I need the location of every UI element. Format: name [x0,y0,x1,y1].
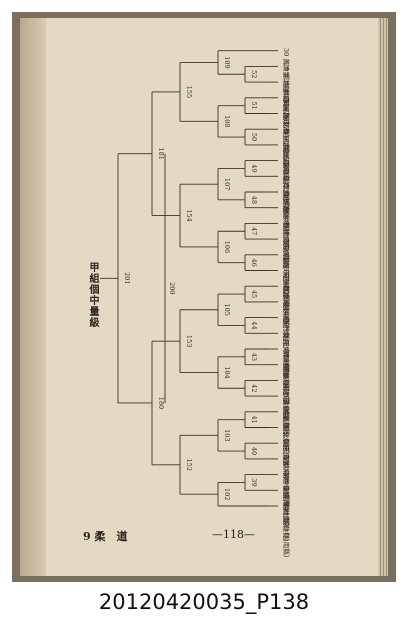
match-number-181: 181 [157,148,165,160]
match-number-42: 42 [250,384,258,392]
match-number-51: 51 [250,102,258,110]
match-number-105: 105 [223,304,231,316]
match-number-104: 104 [223,366,231,378]
match-number-40: 40 [250,447,258,455]
match-number-180: 180 [157,397,165,409]
match-number-45: 45 [250,290,258,298]
match-number-106: 106 [223,241,231,253]
section-label: 9 柔 道 [83,530,128,543]
bracket-title: 甲組個中量級 [87,262,98,328]
page-edges [378,18,388,576]
entry-30: 30 黃清發（台中市） [282,47,290,111]
match-number-108: 108 [223,115,231,127]
match-number-50: 50 [250,133,258,141]
match-number-152: 152 [185,459,193,471]
match-number-109: 109 [223,56,231,68]
match-number-103: 103 [223,429,231,441]
match-number-153: 153 [185,335,193,347]
match-number-47: 47 [250,227,258,235]
match-number-107: 107 [223,178,231,190]
match-number-201: 201 [123,272,131,284]
match-number-102: 102 [223,488,231,500]
book-page [20,18,386,576]
match-number-43: 43 [250,353,258,361]
match-number-49: 49 [250,164,258,172]
match-number-52: 52 [250,70,258,78]
book-spine [20,18,46,576]
image-caption: 20120420035_P138 [98,590,310,614]
match-number-200: 200 [168,282,176,294]
match-number-41: 41 [250,416,258,424]
match-number-44: 44 [250,321,258,329]
page-number: —118— [212,528,255,541]
match-number-48: 48 [250,196,258,204]
match-number-155: 155 [185,86,193,98]
match-number-46: 46 [250,259,258,267]
match-number-154: 154 [185,209,193,221]
match-number-39: 39 [250,478,258,486]
